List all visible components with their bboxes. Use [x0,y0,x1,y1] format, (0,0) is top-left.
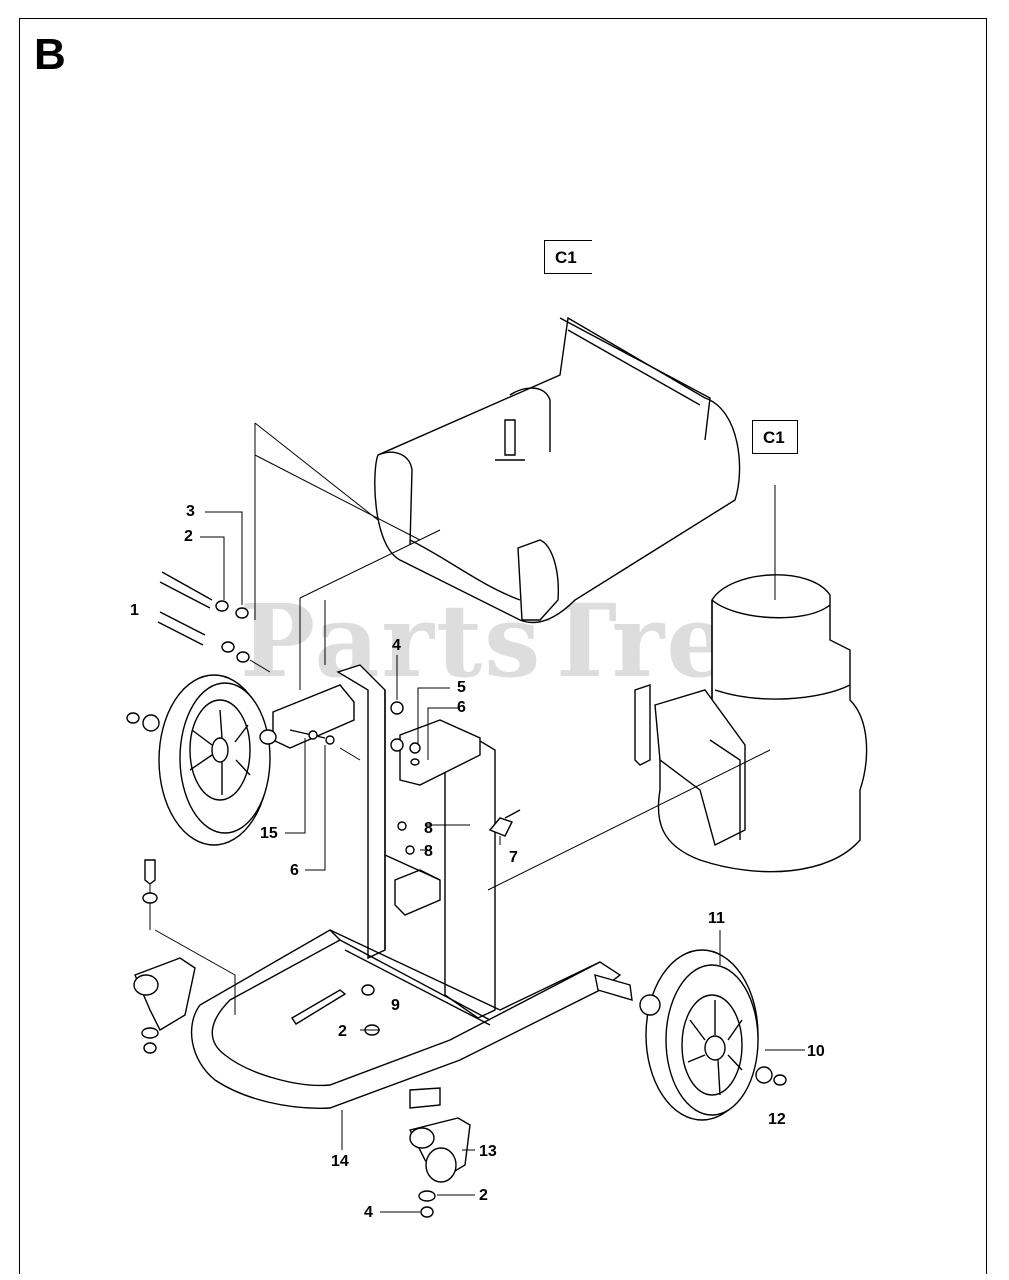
callout-8-upper: 8 [424,820,433,837]
reference-box-c1-top: C1 [544,240,592,274]
callout-1: 1 [130,602,139,619]
bolt-set-left [157,571,271,673]
motor-cover-housing [374,316,741,624]
frame-column [272,664,496,1019]
section-letter: B [34,30,66,79]
base-frame [190,929,633,1109]
callout-8-lower: 8 [424,843,433,860]
callout-13: 13 [479,1143,497,1160]
callout-14: 14 [331,1153,349,1170]
callout-6-upper: 6 [457,699,466,716]
motor-assembly [634,574,868,873]
callout-11: 11 [708,910,725,927]
callout-12: 12 [768,1111,786,1128]
callout-leaders [200,511,805,1213]
callout-7: 7 [509,849,518,866]
callout-5: 5 [457,679,466,696]
callout-4-caster: 4 [364,1204,373,1221]
callout-9: 9 [391,997,400,1014]
callout-2-washer: 2 [184,528,193,545]
callout-2-caster: 2 [479,1187,488,1204]
caster-left [133,859,236,1054]
callout-3: 3 [186,503,195,520]
wheel-right [639,949,787,1121]
caster-bottom [408,1117,471,1218]
callout-15: 15 [260,825,278,842]
callout-labels: 1 2 3 4 5 6 8 8 7 15 6 9 2 11 10 12 14 1… [130,503,825,1221]
wheel-left [126,674,277,846]
callout-6-lower: 6 [290,862,299,879]
page-frame [19,18,987,1274]
callout-10: 10 [807,1043,825,1060]
callout-2-base: 2 [338,1023,347,1040]
callout-4-nut: 4 [392,637,401,654]
reference-box-c1-motor: C1 [752,420,798,454]
